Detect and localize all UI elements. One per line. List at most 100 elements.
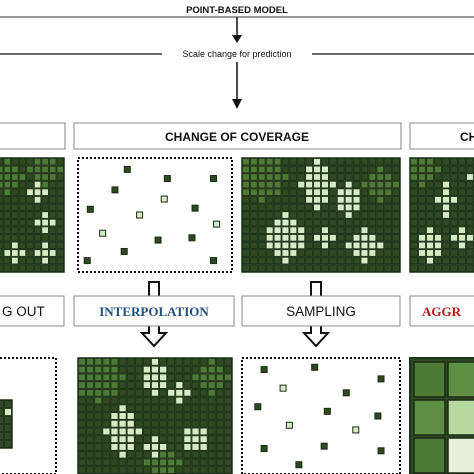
raster-cell [426,257,434,265]
raster-cell [151,420,159,428]
raster-cell [159,420,167,428]
raster-cell [321,196,329,204]
raster-cell [321,264,329,272]
raster-cell [175,366,184,374]
raster-cell [242,249,250,257]
raster-cell [337,249,345,257]
raster-cell [118,404,127,412]
raster-cell [199,458,208,466]
raster-cell [242,203,250,211]
raster-cell [305,249,313,257]
raster-cell [167,427,175,436]
raster-cell [18,158,26,166]
raster-cell [118,381,127,389]
raster-cell [3,249,11,257]
raster-cell [183,366,192,374]
raster-cell [352,226,361,234]
raster-cell [392,226,400,234]
raster-cell [352,264,361,272]
raster-cell [159,412,167,420]
sample-point [377,375,385,383]
raster-cell [78,427,86,436]
raster-cell [305,264,313,272]
sample-point [374,412,382,420]
raster-cell [434,181,442,189]
raster-cell [466,241,474,249]
raster-cell [352,173,361,181]
raster-cell [442,249,450,257]
raster-cell [368,188,376,196]
raster-cell [78,404,86,412]
sample-point [295,461,303,469]
raster-cell [199,381,208,389]
raster-cell [56,226,64,234]
raster-cell [159,396,167,405]
raster-cell [151,412,159,420]
sample-point [323,407,331,415]
raster-cell [183,412,192,420]
raster-cell [126,389,135,397]
raster-cell [368,158,376,166]
raster-cell [224,451,232,459]
raster-cell [49,211,57,219]
raster-cell [344,181,353,189]
raster-cell [207,466,216,474]
raster-cell [86,435,94,443]
raster-cell [458,188,466,196]
raster-cell [410,226,418,234]
raster-cell [242,257,250,265]
raster-cell [384,211,392,219]
raster-cell [11,173,19,181]
raster-cell [11,181,19,189]
raster-cell [207,373,216,381]
raster-cell [224,358,232,366]
raster-cell [434,241,442,249]
raster-cell [376,165,384,173]
raster-cell [41,264,49,272]
raster-cell [458,173,466,181]
raster-cell [426,226,434,234]
raster-cell [110,427,119,436]
raster-cell [216,358,224,366]
raster-cell [337,234,345,242]
raster-cell [384,264,392,272]
raster-cell [352,257,361,265]
raster-cell [297,196,305,204]
raster-cell [305,181,313,189]
raster-cell [384,158,392,166]
raster-cell [175,396,184,405]
raster-cell [321,158,329,166]
raster-cell [175,420,184,428]
raster-cell [265,203,274,211]
raster-cell [289,249,297,257]
raster-cell [94,443,103,451]
raster-cell [126,358,135,366]
raster-cell [143,420,151,428]
sample-point [254,403,262,411]
raster-cell [41,234,49,242]
raster-cell [376,158,384,166]
raster-cell [199,427,208,436]
raster-cell [410,203,418,211]
raster-cell [11,203,19,211]
raster-cell [434,234,442,242]
raster-cell [281,158,290,166]
raster-cell [329,173,337,181]
raster-cell [11,211,19,219]
raster-cell [3,257,11,265]
sample-point [86,205,94,213]
raster-cell [86,396,94,405]
raster-cell [376,203,384,211]
raster-cell [313,249,321,257]
raster-cell [207,412,216,420]
raster-cell [126,412,135,420]
raster-cell [368,226,376,234]
raster-cell [159,451,167,459]
raster-cell [337,165,345,173]
raster-cell [41,257,49,265]
raster-cell [49,219,57,227]
raster-cell [102,435,111,443]
raster-cell [18,173,26,181]
raster-cell [305,158,313,166]
raster-cell [167,389,175,397]
